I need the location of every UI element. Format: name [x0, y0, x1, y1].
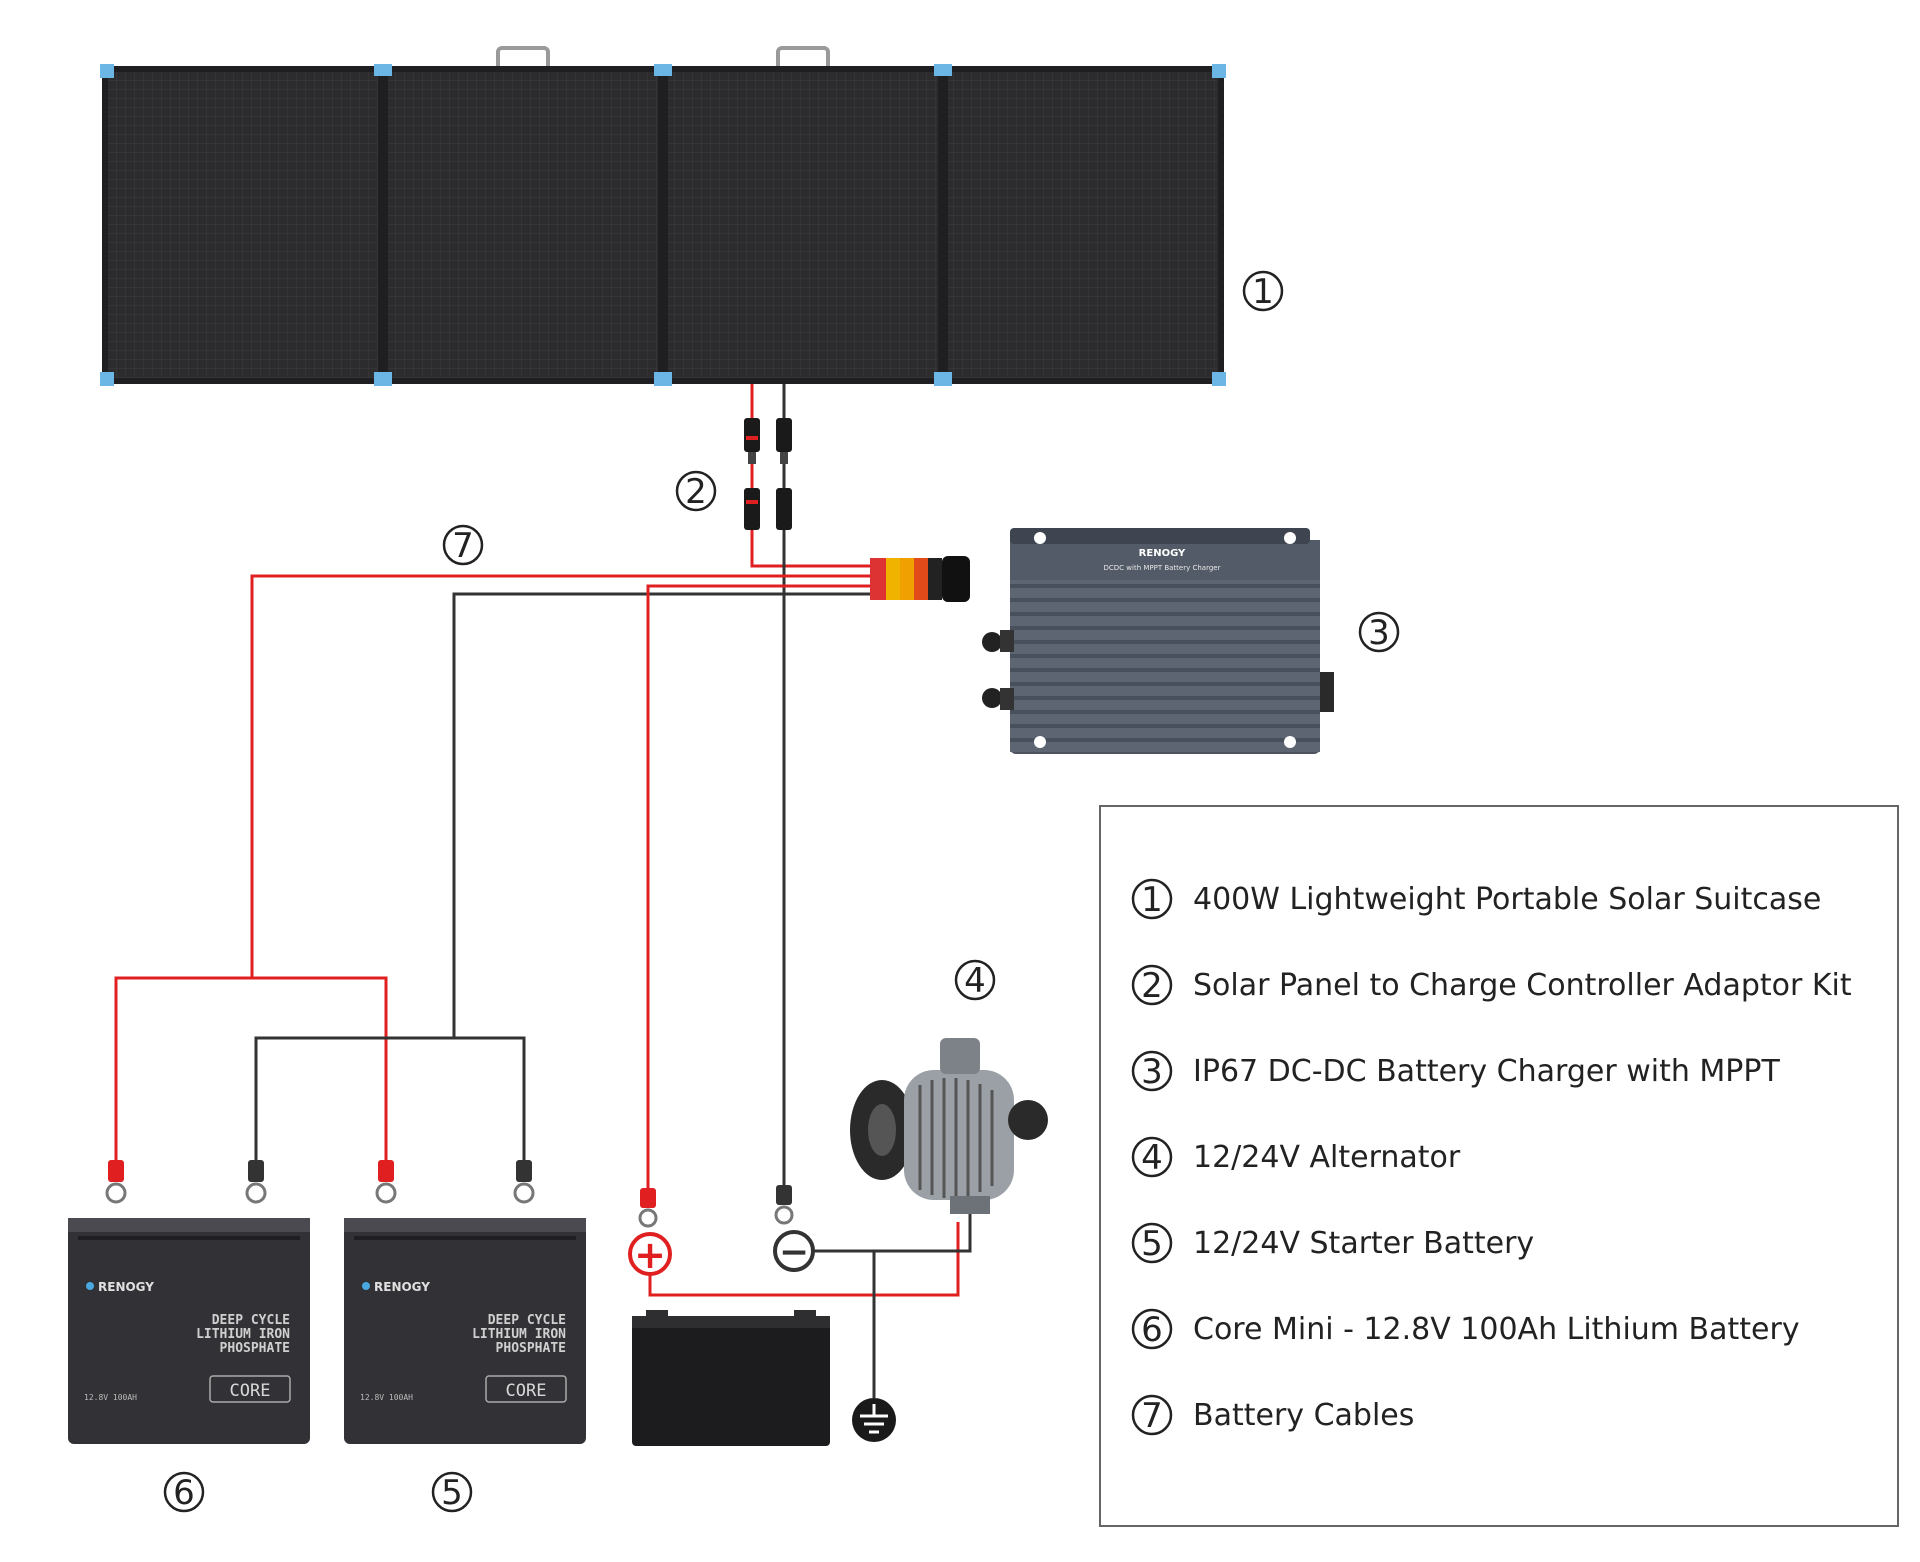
- callout-1-circle: [1242, 270, 1284, 312]
- ring-terminal-negative: [513, 1160, 535, 1204]
- lithium-positive-cable-b: [252, 976, 388, 1170]
- ring-terminal-positive: [375, 1160, 397, 1204]
- battery-spec: 12.8V 100AH: [360, 1393, 413, 1402]
- legend: 1 400W Lightweight Portable Solar Suitca…: [1099, 805, 1899, 1527]
- callout-2: 2: [685, 472, 707, 512]
- ring-terminals: [105, 1160, 794, 1228]
- callout-4: 4: [964, 961, 986, 1001]
- wiring: [114, 384, 972, 1398]
- ring-terminal-positive: [105, 1160, 127, 1204]
- battery-line3: PHOSPHATE: [496, 1341, 566, 1356]
- legend-item: 5 12/24V Starter Battery: [1131, 1222, 1534, 1264]
- starter-positive-cable: [646, 584, 870, 1188]
- legend-item-label: 12/24V Alternator: [1193, 1140, 1461, 1175]
- battery-line2: LITHIUM IRON: [472, 1327, 566, 1342]
- charger-port: [982, 688, 1002, 708]
- minus-symbol: −: [773, 1230, 815, 1273]
- lithium-negative-cable: [254, 592, 870, 1170]
- solar-panel-segment: [388, 72, 658, 378]
- callout-7: 7: [452, 526, 474, 566]
- core-mini-battery: RENOGY DEEP CYCLE LITHIUM IRON PHOSPHATE…: [344, 1218, 586, 1444]
- solar-panel-segment: [948, 72, 1218, 378]
- lithium-positive-cable: [114, 574, 870, 1170]
- legend-item-label: 400W Lightweight Portable Solar Suitcase: [1193, 882, 1821, 917]
- callout-2-circle: [675, 470, 717, 512]
- legend-item-number: 6: [1141, 1310, 1163, 1350]
- callout-6: 6: [173, 1473, 195, 1513]
- legend-item: 7 Battery Cables: [1131, 1394, 1414, 1436]
- battery-brand: RENOGY: [374, 1280, 430, 1294]
- legend-box: [1099, 805, 1899, 1527]
- starter-alt-positive: [648, 1222, 960, 1297]
- legend-item-number: 2: [1141, 966, 1163, 1006]
- legend-item-number: 3: [1141, 1052, 1163, 1092]
- ring-terminal-positive: [638, 1188, 658, 1228]
- callout-7-circle: [442, 524, 484, 566]
- charger-cable-bundle: [870, 556, 970, 602]
- charger-body: [1010, 556, 1320, 752]
- ground-icon: [852, 1398, 896, 1442]
- callout-3-circle: [1358, 611, 1400, 653]
- solar-suitcase: [100, 46, 1226, 386]
- callout-5-circle: [431, 1471, 473, 1513]
- panel-corner-protectors: [100, 64, 1226, 386]
- battery-line1: DEEP CYCLE: [488, 1313, 566, 1328]
- legend-item: 2 Solar Panel to Charge Controller Adapt…: [1131, 964, 1852, 1006]
- battery-line1: DEEP CYCLE: [212, 1313, 290, 1328]
- battery-line2: LITHIUM IRON: [196, 1327, 290, 1342]
- battery-badge: CORE: [230, 1381, 271, 1401]
- solar-positive-lead: [750, 384, 870, 568]
- legend-item: 3 IP67 DC-DC Battery Charger with MPPT: [1131, 1050, 1780, 1092]
- callout-1: 1: [1252, 272, 1274, 312]
- legend-item-label: Core Mini - 12.8V 100Ah Lithium Battery: [1193, 1312, 1800, 1347]
- legend-item-number: 1: [1141, 880, 1163, 920]
- callout-5: 5: [441, 1473, 463, 1513]
- ring-terminal-negative: [774, 1185, 794, 1225]
- dcdc-charger: RENOGY DCDC with MPPT Battery Charger: [982, 528, 1334, 754]
- callouts: [163, 270, 1400, 1513]
- ring-terminal-negative: [245, 1160, 267, 1204]
- legend-item-label: Solar Panel to Charge Controller Adaptor…: [1193, 968, 1852, 1003]
- svg-text:−: −: [779, 1232, 809, 1273]
- mc4-connectors: [744, 418, 792, 530]
- legend-item: 4 12/24V Alternator: [1131, 1136, 1461, 1178]
- legend-item-label: Battery Cables: [1193, 1398, 1414, 1433]
- svg-text:+: +: [634, 1233, 666, 1277]
- battery-spec: 12.8V 100AH: [84, 1393, 137, 1402]
- callout-6-circle: [163, 1471, 205, 1513]
- legend-item-label: 12/24V Starter Battery: [1193, 1226, 1534, 1261]
- legend-item-number: 4: [1141, 1138, 1163, 1178]
- charger-model: DCDC with MPPT Battery Charger: [1104, 564, 1221, 572]
- starter-battery: [632, 1310, 830, 1446]
- solar-panel-segment: [108, 72, 378, 378]
- alternator: [850, 1038, 1048, 1214]
- charger-port: [982, 632, 1002, 652]
- starter-alt-negative: [808, 1205, 972, 1253]
- core-mini-battery: RENOGY DEEP CYCLE LITHIUM IRON PHOSPHATE…: [68, 1218, 310, 1444]
- lithium-negative-cable-b: [454, 1036, 526, 1170]
- callout-3: 3: [1368, 613, 1390, 653]
- solar-panel-segment: [668, 72, 938, 378]
- legend-item-label: IP67 DC-DC Battery Charger with MPPT: [1193, 1054, 1780, 1089]
- battery-brand: RENOGY: [98, 1280, 154, 1294]
- battery-line3: PHOSPHATE: [220, 1341, 290, 1356]
- plus-symbol: +: [628, 1232, 672, 1277]
- callout-4-circle: [954, 959, 996, 1001]
- legend-item: 1 400W Lightweight Portable Solar Suitca…: [1131, 878, 1821, 920]
- legend-item: 6 Core Mini - 12.8V 100Ah Lithium Batter…: [1131, 1308, 1800, 1350]
- battery-badge: CORE: [506, 1381, 547, 1401]
- charger-brand: RENOGY: [1139, 548, 1186, 559]
- legend-item-number: 7: [1141, 1396, 1163, 1436]
- legend-item-number: 5: [1141, 1224, 1163, 1264]
